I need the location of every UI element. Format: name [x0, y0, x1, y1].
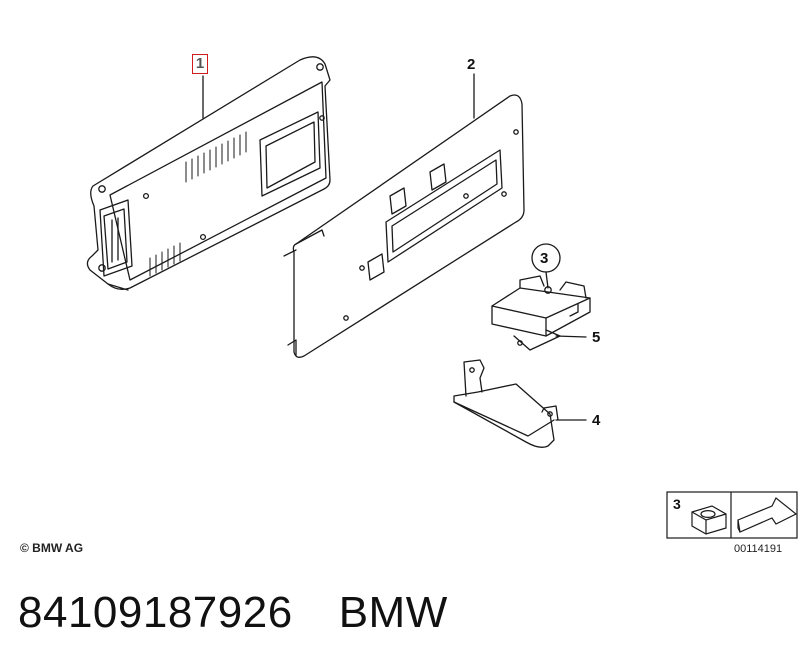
brand-name: BMW	[338, 588, 448, 637]
footer-part-info: 84109187926 BMW	[18, 588, 494, 638]
legend-item-number: 3	[673, 496, 681, 512]
callout-3: 3	[540, 250, 549, 267]
arrow-icon	[737, 497, 798, 533]
diagram-document-number: 00114191	[734, 543, 783, 555]
callout-5: 5	[592, 329, 601, 346]
part-number: 84109187926	[18, 588, 293, 637]
part-4-bracket	[453, 359, 559, 448]
leader-line-3	[545, 271, 549, 289]
callout-4: 4	[592, 412, 601, 429]
callout-1-highlighted: 1	[192, 54, 208, 74]
leader-line-5	[555, 335, 587, 338]
callout-2: 2	[467, 56, 476, 73]
legend-box	[666, 491, 798, 539]
part-5-holder	[491, 275, 591, 351]
copyright-notice: © BMW AG	[20, 541, 84, 555]
part-1-control-unit	[86, 56, 331, 291]
part-2-mounting-plate	[283, 94, 525, 358]
nut-icon	[691, 505, 727, 535]
exploded-parts-diagram	[86, 56, 798, 539]
